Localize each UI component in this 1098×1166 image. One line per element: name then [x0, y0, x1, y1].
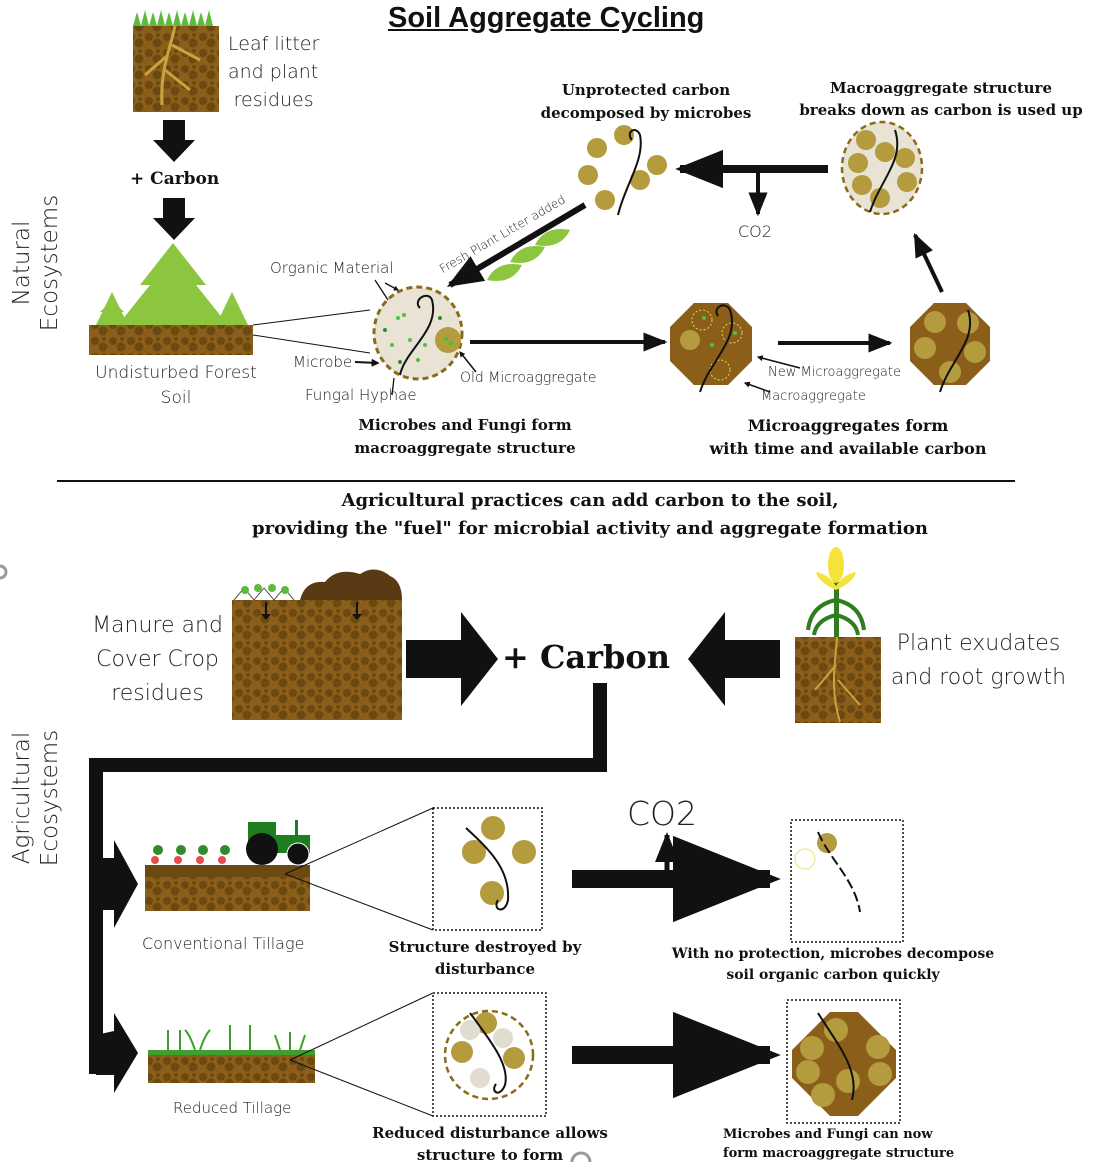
reforming-aggregate [443, 1009, 535, 1101]
forest-soil-label: Undisturbed Forest Soil [95, 363, 257, 408]
caption-can-now: Microbes and Fungi can now form macroagg… [723, 1127, 955, 1161]
forest-soil-strip [89, 325, 253, 355]
decomposed-aggregate [578, 125, 667, 216]
down-arrow-icon [261, 602, 271, 620]
co2-label: CO2 [738, 222, 772, 241]
branch-arrow-conventional [96, 840, 138, 928]
down-arrow-icon [153, 198, 195, 240]
down-arrow-icon [352, 602, 362, 620]
macroaggregate-label: Macroaggregate [761, 389, 866, 404]
label-line: Natural [9, 220, 35, 306]
old-microaggregate-label: Old Microaggregate [460, 370, 597, 386]
decomposing-carbon [794, 831, 861, 913]
fresh-litter-arrow [446, 202, 587, 288]
branch-arrow-reduced [96, 1013, 138, 1093]
down-arrow-icon [153, 120, 195, 162]
forming-macroaggregate [372, 285, 464, 381]
fungal-hyphae-label: Fungal Hyphae [305, 386, 417, 404]
left-block-arrow [688, 612, 780, 706]
caption-micro-form: Microaggregates form with time and avail… [709, 416, 987, 458]
caption-no-protection: With no protection, microbes decompose s… [671, 946, 995, 983]
right-block-arrow [406, 612, 498, 706]
destroyed-aggregate [462, 816, 536, 911]
new-microaggregate-label: New Microaggregate [768, 365, 901, 380]
caption-unprotected: Unprotected carbon decomposed by microbe… [540, 81, 752, 122]
tractor-icon [246, 820, 310, 866]
caption-breaks-down: Macroaggregate structure breaks down as … [799, 79, 1083, 119]
label-line: Agricultural [9, 731, 35, 865]
label-line: Ecosystems [37, 194, 63, 332]
carbon-connector [89, 683, 607, 1074]
microaggregate-forming [670, 303, 752, 393]
scroll-handle [0, 564, 8, 580]
agricultural-ecosystems-label: Agricultural Ecosystems [8, 728, 64, 868]
manure-cover-crop-block [232, 569, 402, 720]
agricultural-heading: Agricultural practices can add carbon to… [252, 490, 928, 539]
reduced-tillage-field [148, 1025, 315, 1083]
plus-carbon-label: + Carbon [130, 169, 220, 189]
reformed-macroaggregate [792, 1012, 896, 1116]
mature-macroaggregate [910, 303, 990, 393]
breaking-down-macroaggregate [840, 120, 924, 216]
reduced-tillage-label: Reduced Tillage [173, 1099, 292, 1117]
forest-trees-icon [96, 243, 248, 325]
scroll-handle [570, 1151, 592, 1163]
co2-big-label: CO2 [627, 794, 698, 833]
zoom-box [790, 819, 904, 943]
flow-arrow [913, 232, 944, 293]
plant-exudates-label: Plant exudates and root growth [890, 631, 1067, 690]
corn-plant-block [795, 547, 881, 723]
leaves-icon [487, 229, 570, 281]
leaf-litter-label: Leaf litter and plant residues [228, 33, 320, 111]
caption-form-structure: Microbes and Fungi form macroaggregate s… [354, 416, 576, 457]
conventional-tillage-label: Conventional Tillage [142, 934, 305, 953]
label-line: Ecosystems [37, 729, 63, 867]
manure-label: Manure and Cover Crop residues [92, 613, 223, 706]
leaf-litter-soil-block [133, 10, 219, 112]
caption-destroyed: Structure destroyed by disturbance [388, 938, 582, 978]
organic-material-label: Organic Material [270, 259, 394, 277]
microbe-label: Microbe [293, 353, 353, 371]
conventional-tillage-field [145, 845, 310, 911]
natural-ecosystems-label: Natural Ecosystems [8, 178, 64, 348]
caption-reduced-allows: Reduced disturbance allows structure to … [372, 1124, 608, 1164]
plus-carbon-main: + Carbon [502, 638, 670, 676]
page-title: Soil Aggregate Cycling [388, 2, 705, 34]
